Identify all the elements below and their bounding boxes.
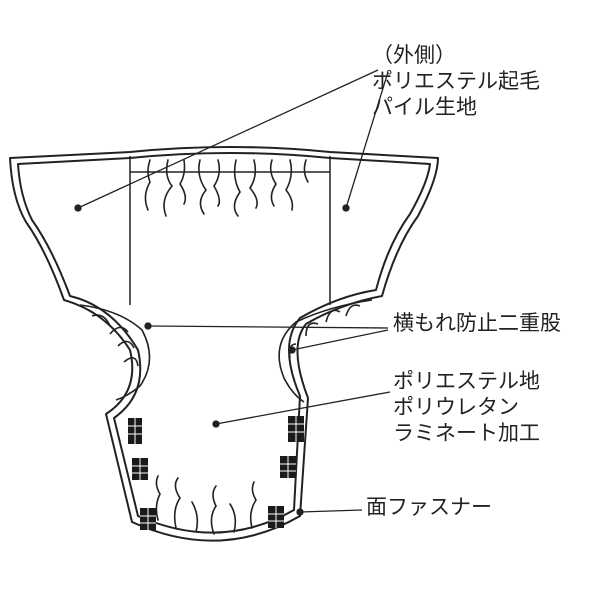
leader-leak-left [147, 325, 389, 329]
label-leak-guard: 横もれ防止二重股 [393, 311, 561, 335]
leader-dot-outer-right [342, 204, 350, 212]
label-lining-line3: ラミネート加工 [393, 421, 540, 445]
leader-dot-leak-right [288, 346, 296, 354]
leader-dot-velcro [296, 508, 304, 516]
leader-lines [74, 69, 391, 516]
leader-dot-outer-left [74, 204, 82, 212]
center-back-panel [129, 156, 331, 305]
leader-velcro [299, 509, 363, 513]
leader-lining [215, 391, 391, 425]
label-lining-line2: ポリウレタン [393, 395, 519, 419]
leak-guard-right [278, 299, 373, 403]
leader-dot-lining [212, 420, 220, 428]
label-outer-side-line3: パイル生地 [372, 95, 477, 119]
leader-outer-left [77, 69, 379, 209]
label-outer-side-line2: ポリエステル起毛 [372, 69, 540, 93]
label-outer-side: （外側） ポリエステル起毛 パイル生地 [372, 42, 540, 120]
label-velcro: 面ファスナー [366, 495, 492, 519]
label-lining-line1: ポリエステル地 [393, 369, 540, 393]
waist-gathers [144, 159, 309, 217]
leak-guard-left [79, 304, 151, 401]
label-outer-side-line1: （外側） [372, 43, 456, 67]
label-lining: ポリエステル地 ポリウレタン ラミネート加工 [393, 368, 540, 446]
diaper-outline [9, 146, 439, 542]
bottom-gathers [155, 475, 257, 535]
velcro-patches-right [268, 416, 304, 528]
velcro-patches-left [128, 418, 156, 530]
leader-outer-right [345, 71, 389, 209]
leader-leak-right [291, 329, 389, 351]
leader-dot-leak-left [144, 322, 152, 330]
